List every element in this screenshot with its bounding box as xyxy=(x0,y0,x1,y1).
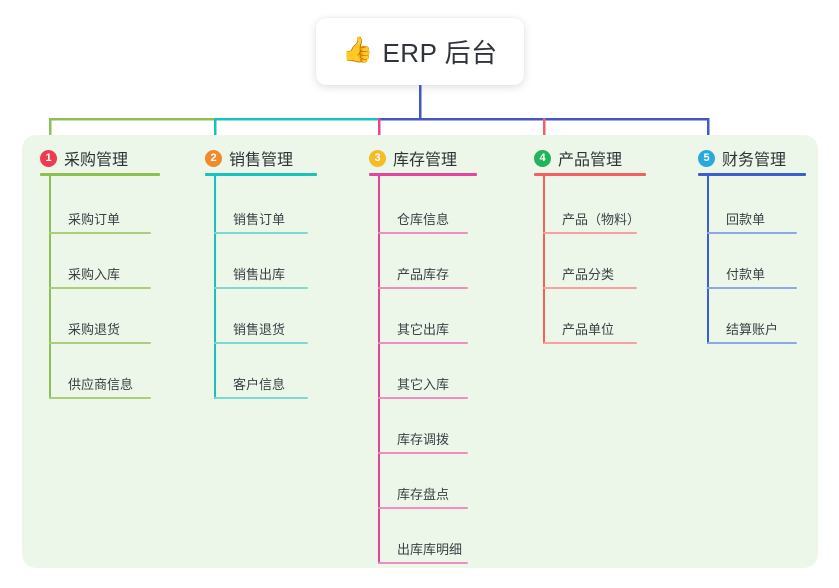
category-underline xyxy=(534,173,646,176)
menu-item[interactable]: 产品（物料） xyxy=(543,194,641,234)
category-title: 财务管理 xyxy=(722,152,787,169)
menu-item-underline xyxy=(214,232,308,234)
menu-item-underline xyxy=(378,397,468,399)
category-spine xyxy=(543,176,545,344)
menu-item[interactable]: 产品单位 xyxy=(543,304,637,344)
menu-item-underline xyxy=(214,397,308,399)
menu-item-label: 仓库信息 xyxy=(397,212,450,227)
menu-item[interactable]: 销售订单 xyxy=(214,194,308,234)
menu-item-underline xyxy=(543,287,637,289)
category-title: 采购管理 xyxy=(64,152,129,169)
menu-item[interactable]: 采购入库 xyxy=(49,249,151,289)
menu-item[interactable]: 库存盘点 xyxy=(378,469,468,509)
menu-item-label: 采购退货 xyxy=(68,322,121,337)
menu-item-underline xyxy=(214,342,308,344)
menu-item-label: 产品分类 xyxy=(562,267,615,282)
menu-item[interactable]: 结算账户 xyxy=(707,304,797,344)
category-spine xyxy=(707,176,709,344)
menu-item-underline xyxy=(49,287,151,289)
category-title: 产品管理 xyxy=(558,152,623,169)
menu-item-label: 产品（物料） xyxy=(562,212,641,227)
category-index-badge: 2 xyxy=(205,149,222,167)
category-index-badge: 3 xyxy=(369,149,386,167)
menu-item-underline xyxy=(707,232,797,234)
menu-item-label: 回款单 xyxy=(726,212,766,227)
category-header-4[interactable]: 4 产品管理 xyxy=(534,146,622,170)
menu-item-label: 客户信息 xyxy=(233,377,286,392)
category-index-badge: 5 xyxy=(698,149,715,167)
category-header-1[interactable]: 1 采购管理 xyxy=(40,146,128,170)
menu-item-underline xyxy=(214,287,308,289)
root-node-card[interactable]: 👍 ERP 后台 xyxy=(316,18,524,85)
category-index-badge: 1 xyxy=(40,149,57,167)
menu-item[interactable]: 出库库明细 xyxy=(378,524,468,564)
menu-item-label: 销售退货 xyxy=(233,322,286,337)
menu-item[interactable]: 仓库信息 xyxy=(378,194,468,234)
category-underline xyxy=(205,173,317,176)
menu-item-underline xyxy=(49,342,151,344)
menu-item-label: 结算账户 xyxy=(726,322,779,337)
category-index-badge: 4 xyxy=(534,149,551,167)
category-header-3[interactable]: 3 库存管理 xyxy=(369,146,457,170)
menu-item[interactable]: 供应商信息 xyxy=(49,359,151,399)
menu-item-label: 其它出库 xyxy=(397,322,450,337)
menu-item[interactable]: 销售出库 xyxy=(214,249,308,289)
root-node-title: ERP 后台 xyxy=(382,38,498,68)
menu-item[interactable]: 其它入库 xyxy=(378,359,468,399)
menu-item-underline xyxy=(378,452,468,454)
menu-item-underline xyxy=(49,397,151,399)
menu-item-label: 库存盘点 xyxy=(397,487,450,502)
menu-item-underline xyxy=(378,342,468,344)
menu-item[interactable]: 付款单 xyxy=(707,249,797,289)
menu-item-label: 产品单位 xyxy=(562,322,615,337)
menu-item-underline xyxy=(543,342,637,344)
menu-item-underline xyxy=(49,232,151,234)
menu-item-underline xyxy=(378,562,468,564)
menu-item[interactable]: 产品库存 xyxy=(378,249,468,289)
menu-item[interactable]: 产品分类 xyxy=(543,249,637,289)
menu-item-underline xyxy=(378,507,468,509)
category-underline xyxy=(40,173,160,176)
menu-item-label: 库存调拨 xyxy=(397,432,450,447)
menu-item[interactable]: 其它出库 xyxy=(378,304,468,344)
categories-panel: 1 采购管理采购订单采购入库采购退货供应商信息 2 销售管理销售订单销售出库销售退货客… xyxy=(22,135,818,568)
menu-item-underline xyxy=(707,342,797,344)
menu-item-label: 付款单 xyxy=(726,267,766,282)
category-underline xyxy=(369,173,477,176)
category-title: 销售管理 xyxy=(229,152,294,169)
menu-item-label: 其它入库 xyxy=(397,377,450,392)
menu-item[interactable]: 采购退货 xyxy=(49,304,151,344)
menu-item[interactable]: 销售退货 xyxy=(214,304,308,344)
menu-item-underline xyxy=(378,287,468,289)
thumbs-up-icon: 👍 xyxy=(342,36,374,64)
menu-item-underline xyxy=(378,232,468,234)
menu-item[interactable]: 采购订单 xyxy=(49,194,151,234)
menu-item-label: 销售出库 xyxy=(233,267,286,282)
category-underline xyxy=(698,173,806,176)
menu-item-label: 产品库存 xyxy=(397,267,450,282)
menu-item-label: 销售订单 xyxy=(233,212,286,227)
menu-item-underline xyxy=(543,232,637,234)
menu-item[interactable]: 库存调拨 xyxy=(378,414,468,454)
menu-item-label: 供应商信息 xyxy=(68,377,134,392)
menu-item-label: 采购入库 xyxy=(68,267,121,282)
menu-item-underline xyxy=(707,287,797,289)
menu-item-label: 出库库明细 xyxy=(397,542,463,557)
category-header-5[interactable]: 5 财务管理 xyxy=(698,146,786,170)
category-title: 库存管理 xyxy=(393,152,458,169)
menu-item[interactable]: 回款单 xyxy=(707,194,797,234)
category-header-2[interactable]: 2 销售管理 xyxy=(205,146,293,170)
category-spine xyxy=(378,176,380,564)
menu-item[interactable]: 客户信息 xyxy=(214,359,308,399)
menu-item-label: 采购订单 xyxy=(68,212,121,227)
